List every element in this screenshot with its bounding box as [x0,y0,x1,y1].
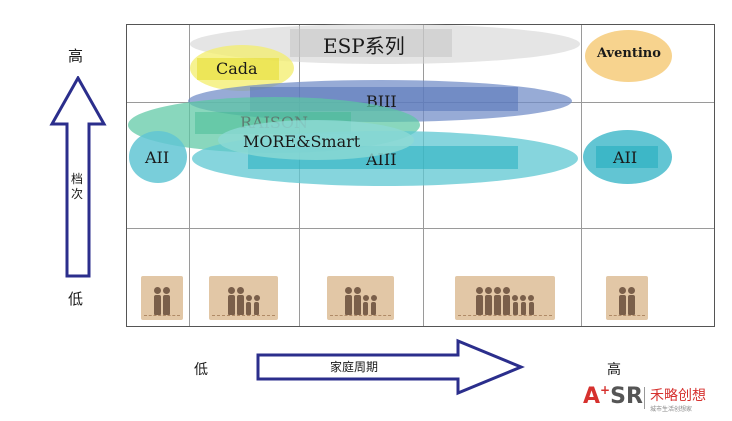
x-axis-high-label: 高 [607,362,621,378]
child-figure-icon [520,295,526,315]
y-axis-title: 档次 [71,172,85,202]
adult-figure-icon [154,287,161,315]
aii-right-label: AII [613,148,638,167]
child-figure-icon [512,295,518,315]
child-figure-icon [528,295,534,315]
cada-label: Cada [216,59,258,78]
family-ground-line [144,315,180,316]
aii-left-ellipse [129,131,187,183]
grid-col-divider [189,25,190,326]
grid-col-divider [581,25,582,326]
adult-figure-icon [353,287,361,315]
family-icon-couple-two-children [209,276,278,320]
aii-right-bar [596,146,658,168]
aii-left-label: AII [145,148,170,167]
family-ground-line [330,315,391,316]
child-figure-icon [253,295,260,315]
child-figure-icon [362,295,369,315]
child-figure-icon [245,295,252,315]
grid-row-divider [127,228,714,229]
child-figure-icon [370,295,377,315]
family-icon-elderly-couple [606,276,648,320]
adult-figure-icon [503,287,510,315]
family-icon-couple [141,276,183,320]
adult-figure-icon [494,287,501,315]
esp-bar [290,29,452,57]
asr-logo: A+SR 禾略创想 城市生活创想家 [583,383,728,415]
family-ground-line [609,315,645,316]
cada-bar [197,58,279,80]
adult-figure-icon [163,287,170,315]
family-icon-extended-family [455,276,555,320]
y-axis-title-text: 档次 [71,172,84,201]
vertical-arrow [49,76,107,278]
horizontal-arrow [256,338,525,396]
adult-figure-icon [236,287,244,315]
adult-figure-icon [485,287,492,315]
more-smart-label: MORE&Smart [243,132,361,151]
x-axis-title: 家庭周期 [330,360,379,374]
y-axis-low-label: 低 [68,290,84,308]
family-ground-line [212,315,275,316]
logo-divider [644,387,645,409]
adult-figure-icon [476,287,483,315]
y-axis-high-label: 高 [68,47,84,65]
logo-tagline: 城市生活创想家 [650,406,693,413]
aventino-label: Aventino [597,46,661,61]
asr-logo-mark: A+SR [583,383,643,409]
esp-label: ESP系列 [323,34,405,58]
logo-name: 禾略创想 [650,388,706,404]
more-smart-ellipse [218,120,414,160]
x-axis-low-label: 低 [194,362,208,378]
adult-figure-icon [619,287,626,315]
adult-figure-icon [227,287,235,315]
family-icon-parents-teens [327,276,394,320]
family-ground-line [458,315,552,316]
aventino-ellipse [585,30,672,82]
adult-figure-icon [628,287,635,315]
adult-figure-icon [344,287,352,315]
